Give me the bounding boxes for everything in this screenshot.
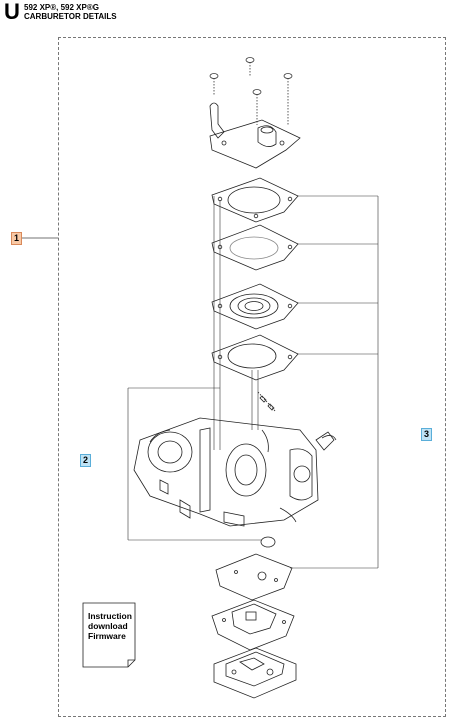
callout-3[interactable]: 3	[421, 428, 433, 441]
model-names: 592 XP®, 592 XP®G	[24, 3, 99, 12]
metering-diaphragm	[211, 599, 295, 651]
screw-left	[209, 73, 219, 96]
carburetor-body	[133, 417, 337, 527]
instruction-line2: download	[88, 621, 128, 631]
o-ring	[260, 536, 276, 548]
assembly-frame	[58, 37, 446, 717]
pump-diaphragm	[211, 224, 299, 271]
section-letter: U	[4, 0, 20, 24]
screen-gasket	[211, 283, 299, 330]
instruction-text: Instruction download Firmware	[88, 611, 132, 641]
instruction-download-firmware[interactable]: Instruction download Firmware	[83, 603, 135, 667]
screw-top	[245, 57, 255, 76]
pump-cover	[209, 119, 301, 169]
callout-1[interactable]: 1	[11, 232, 23, 245]
callout-2-bracket	[127, 387, 262, 541]
page-subtitle: CARBURETOR DETAILS	[24, 12, 117, 21]
adjusting-screws	[257, 391, 277, 413]
gasket-1	[211, 177, 299, 223]
instruction-line1: Instruction	[88, 611, 132, 621]
screw-right	[283, 73, 293, 125]
metering-cover	[213, 647, 297, 699]
fuel-inlet-fitting	[209, 102, 225, 139]
alignment-lines	[213, 196, 259, 450]
metering-gasket	[215, 553, 293, 601]
screw-group	[209, 57, 293, 125]
screw-center	[252, 89, 262, 125]
instruction-document-icon	[82, 602, 136, 668]
instruction-line3: Firmware	[88, 631, 126, 641]
gasket-2	[211, 334, 299, 381]
callout-2[interactable]: 2	[80, 454, 92, 467]
callout-3-bracket	[290, 195, 379, 569]
